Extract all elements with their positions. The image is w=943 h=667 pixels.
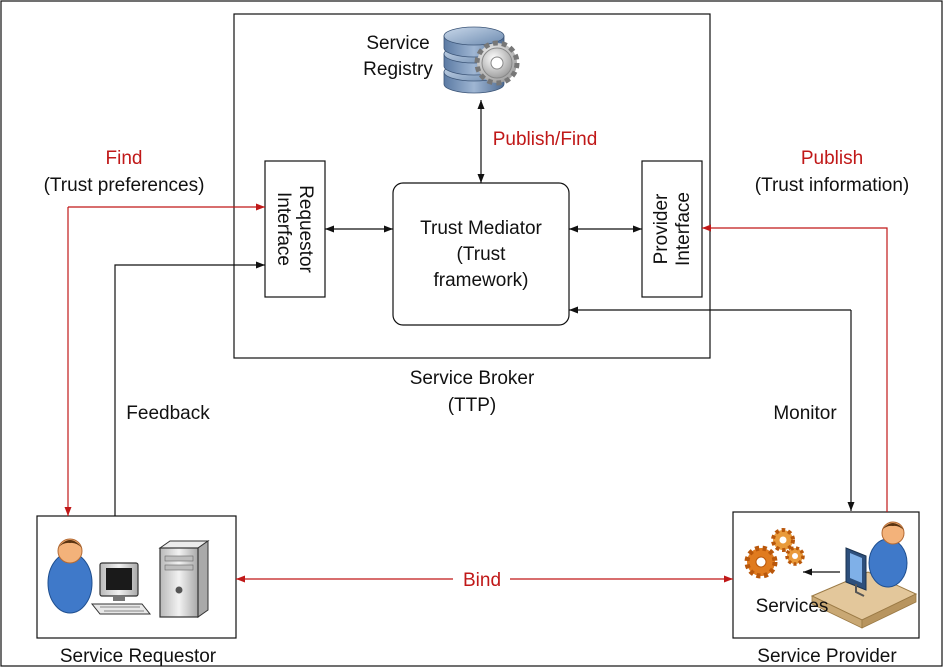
registry-label-line2: Registry: [363, 59, 433, 80]
find-sub-label: (Trust preferences): [44, 175, 205, 196]
operator-at-desk-icon: [810, 521, 918, 629]
computer-icon: [90, 562, 152, 615]
service-broker-box: [233, 13, 711, 359]
broker-label-line2: (TTP): [448, 395, 497, 416]
mediator-line2: (Trust: [457, 244, 507, 265]
feedback-label: Feedback: [126, 403, 210, 424]
publish-sub-label: (Trust information): [755, 175, 910, 196]
publish-label: Publish: [801, 148, 863, 169]
gear-icon: [474, 40, 520, 86]
requestor-interface-box: [264, 160, 326, 298]
monitor-label: Monitor: [773, 403, 837, 424]
user-icon: [47, 538, 93, 614]
mediator-line3: framework): [433, 270, 528, 291]
gears-icon: [744, 528, 805, 579]
provider-interface-line1: Provider: [651, 193, 672, 264]
service-provider-label: Service Provider: [757, 646, 897, 667]
feedback-arrow: [114, 261, 265, 516]
broker-label-line1: Service Broker: [410, 368, 535, 389]
service-requestor-label: Service Requestor: [60, 646, 217, 667]
mediator-line1: Trust Mediator: [420, 218, 542, 239]
requestor-interface-line2: Interface: [273, 192, 294, 266]
publish-find-label: Publish/Find: [493, 129, 598, 150]
bind-label: Bind: [463, 570, 501, 591]
provider-interface-line2: Interface: [673, 192, 694, 266]
server-icon: [158, 540, 210, 618]
publish-arrow: [702, 224, 888, 512]
registry-label-line1: Service: [366, 33, 429, 54]
services-label: Services: [756, 596, 829, 617]
find-label: Find: [106, 148, 143, 169]
requestor-interface-line1: Requestor: [295, 185, 316, 273]
